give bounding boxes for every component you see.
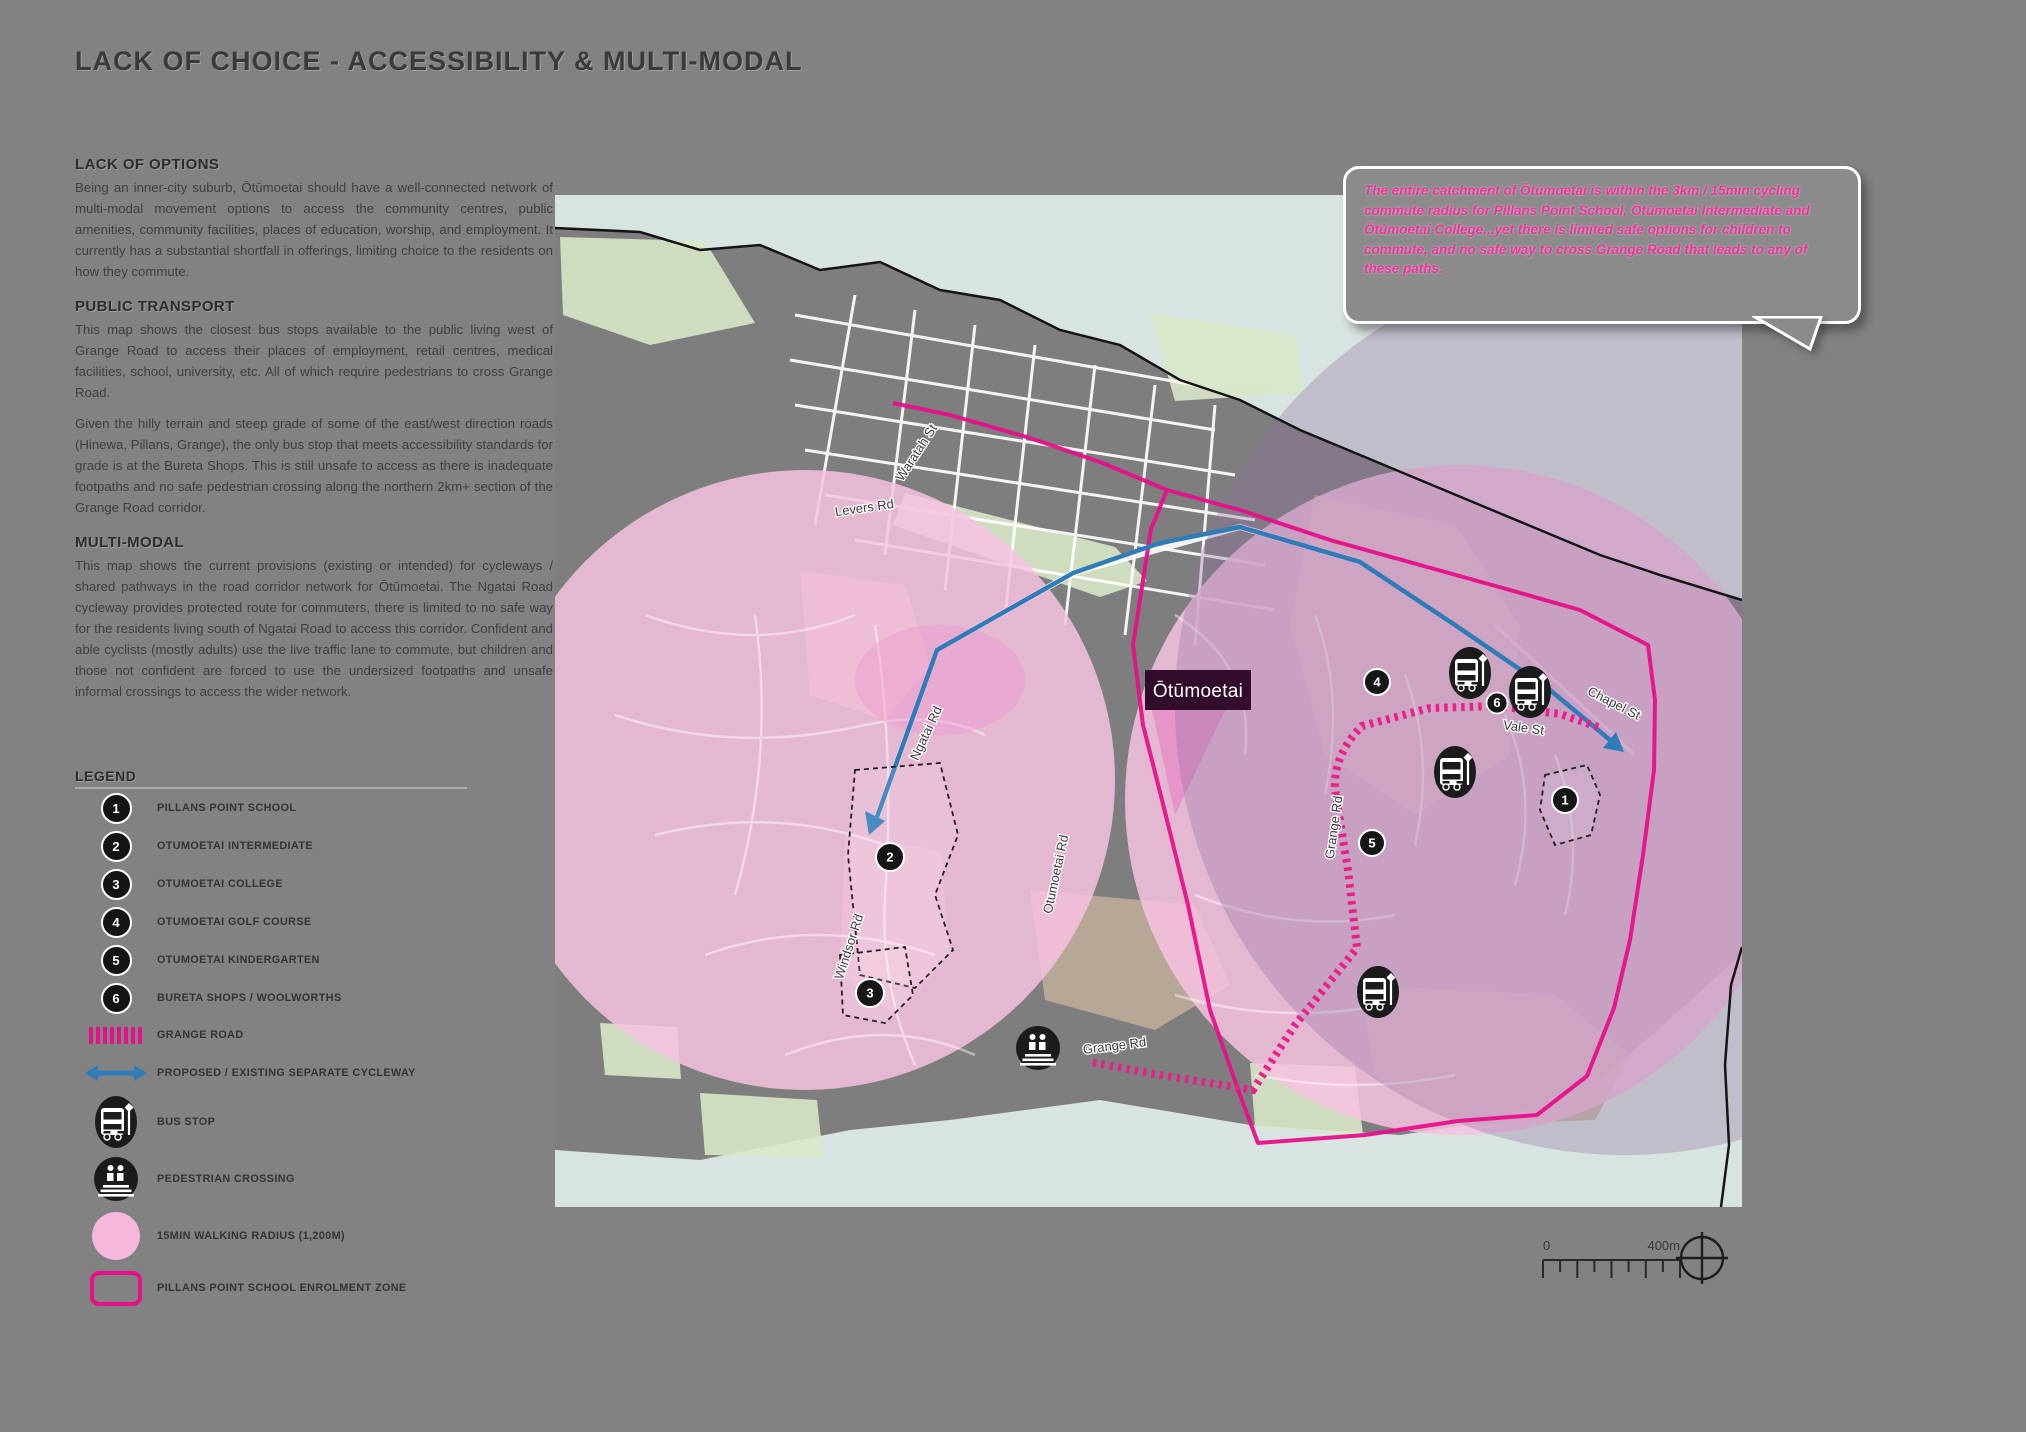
- legend-item-label: PEDESTRIAN CROSSING: [157, 1172, 295, 1185]
- cycleway-arrow-se: [1603, 732, 1624, 752]
- legend-item-otumoetai-college: 3 OTUMOETAI COLLEGE: [75, 865, 545, 903]
- svg-text:4: 4: [1373, 675, 1381, 690]
- enrolment-zone-icon: [90, 1270, 142, 1306]
- section-paragraph: This map shows the closest bus stops ava…: [75, 322, 553, 400]
- bus-stop-icon: [94, 1094, 138, 1149]
- legend-item-pillans-point-school: 1 PILLANS POINT SCHOOL: [75, 789, 545, 827]
- legend-item-bureta-shops: 6 BURETA SHOPS / WOOLWORTHS: [75, 979, 545, 1017]
- section-heading-public-transport: PUBLIC TRANSPORT: [75, 298, 235, 315]
- radius-overlap: [855, 625, 1025, 735]
- svg-text:6: 6: [1493, 695, 1500, 710]
- legend-item-label: PILLANS POINT SCHOOL ENROLMENT ZONE: [157, 1282, 407, 1294]
- grange-road-line: [1089, 701, 1600, 1095]
- legend-item-walking-radius: 15MIN WALKING RADIUS (1,200M): [75, 1207, 545, 1265]
- svg-text:5: 5: [1368, 836, 1375, 851]
- section-paragraph: Being an inner-city suburb, Ōtūmoetai sh…: [75, 180, 553, 279]
- legend-item-label: 15MIN WALKING RADIUS (1,200M): [157, 1230, 345, 1242]
- legend-heading: LEGEND: [75, 768, 467, 789]
- scalebar: 0 400m: [1542, 1232, 1728, 1284]
- marker-5-icon: 5: [100, 944, 132, 976]
- bus-stop-marker: [1356, 965, 1400, 1019]
- marker-1-icon: 1: [100, 792, 132, 824]
- svg-text:2: 2: [886, 850, 893, 865]
- pedestrian-crossing-marker: [1016, 1026, 1060, 1070]
- legend-item-label: OTUMOETAI GOLF COURSE: [157, 916, 312, 928]
- text-column: LACK OF OPTIONS Being an inner-city subu…: [75, 156, 553, 712]
- marker-2-icon: 2: [100, 830, 132, 862]
- map-marker-6: 6: [1485, 691, 1509, 715]
- scale-ticks: [1542, 1259, 1681, 1278]
- legend-item-otumoetai-kindergarten: 5 OTUMOETAI KINDERGARTEN: [75, 941, 545, 979]
- section-paragraph: Given the hilly terrain and steep grade …: [75, 416, 553, 515]
- walking-radius-east: [1125, 465, 1742, 1135]
- coastline: [555, 226, 1742, 602]
- legend-item-label: PROPOSED / EXISTING SEPARATE CYCLEWAY: [157, 1067, 416, 1079]
- cycleway-arrow-icon: [85, 1065, 147, 1081]
- road-label-vale-st: Vale St: [1502, 717, 1545, 738]
- place-label-otumoetai: Ōtūmoetai: [1145, 670, 1251, 710]
- legend-item-label: OTUMOETAI COLLEGE: [157, 878, 283, 890]
- legend-item-bus-stop: BUS STOP: [75, 1093, 545, 1150]
- svg-text:1: 1: [1561, 793, 1568, 808]
- legend-item-otumoetai-golf-course: 4 OTUMOETAI GOLF COURSE: [75, 903, 545, 941]
- street-grid-pink: [614, 613, 1575, 1087]
- compass-icon: [1676, 1232, 1728, 1284]
- callout-bubble: The entire catchment of Ōtūmoetai is wit…: [1343, 166, 1861, 352]
- map-marker-5: 5: [1358, 829, 1386, 857]
- legend-item-label: GRANGE ROAD: [157, 1029, 244, 1041]
- map: Ōtūmoetai Waratah St Levers Rd Ngatai Rd…: [555, 195, 1742, 1207]
- cycling-catchment-circle: [1175, 255, 1742, 1155]
- pedestrian-crossing-icon: [94, 1156, 138, 1201]
- grange-road-hatch-icon: [89, 1026, 143, 1044]
- enrolment-zone-boundary: [892, 401, 1657, 1145]
- estuary-shoreline: [1719, 946, 1742, 1207]
- radius-overlap: [1150, 700, 1230, 815]
- legend-item-grange-road: GRANGE ROAD: [75, 1017, 545, 1053]
- svg-text:3: 3: [866, 986, 873, 1001]
- callout-tail: [1752, 316, 1823, 352]
- legend-item-label: OTUMOETAI KINDERGARTEN: [157, 954, 320, 966]
- legend-item-pedestrian-crossing: PEDESTRIAN CROSSING: [75, 1150, 545, 1207]
- map-marker-4: 4: [1363, 668, 1391, 696]
- bus-stop-marker: [1448, 646, 1492, 700]
- marker-4-icon: 4: [100, 906, 132, 938]
- marker-3-icon: 3: [100, 868, 132, 900]
- section-heading-lack-of-options: LACK OF OPTIONS: [75, 156, 220, 173]
- walking-radius-west: [555, 470, 1115, 1090]
- section-paragraph: This map shows the current provisions (e…: [75, 558, 553, 699]
- legend-item-label: BURETA SHOPS / WOOLWORTHS: [157, 992, 342, 1004]
- map-marker-3: 3: [855, 978, 885, 1008]
- legend: LEGEND 1 PILLANS POINT SCHOOL 2 OTUMOETA…: [75, 768, 545, 1311]
- section-heading-multi-modal: MULTI-MODAL: [75, 534, 185, 551]
- legend-item-enrolment-zone: PILLANS POINT SCHOOL ENROLMENT ZONE: [75, 1265, 545, 1311]
- legend-item-label: OTUMOETAI INTERMEDIATE: [157, 840, 313, 852]
- marker-6-icon: 6: [100, 982, 132, 1014]
- map-marker-1: 1: [1551, 786, 1579, 814]
- map-marker-2: 2: [875, 842, 905, 872]
- scale-start-label: 0: [1543, 1238, 1550, 1253]
- walking-radius-icon: [92, 1212, 140, 1260]
- bus-stop-marker: [1508, 665, 1552, 719]
- svg-text:Ōtūmoetai: Ōtūmoetai: [1153, 681, 1243, 702]
- cycleway-route: [865, 524, 1624, 835]
- cycleway-arrow-sw: [865, 811, 885, 835]
- legend-item-cycleway: PROPOSED / EXISTING SEPARATE CYCLEWAY: [75, 1053, 545, 1093]
- scale-end-label: 400m: [1647, 1238, 1680, 1253]
- page-title: LACK OF CHOICE - ACCESSIBILITY & MULTI-M…: [75, 46, 803, 76]
- legend-item-label: BUS STOP: [157, 1115, 216, 1128]
- legend-item-label: PILLANS POINT SCHOOL: [157, 802, 297, 814]
- callout-text: The entire catchment of Ōtūmoetai is wit…: [1364, 183, 1810, 276]
- legend-item-otumoetai-intermediate: 2 OTUMOETAI INTERMEDIATE: [75, 827, 545, 865]
- bus-stop-marker: [1433, 745, 1477, 799]
